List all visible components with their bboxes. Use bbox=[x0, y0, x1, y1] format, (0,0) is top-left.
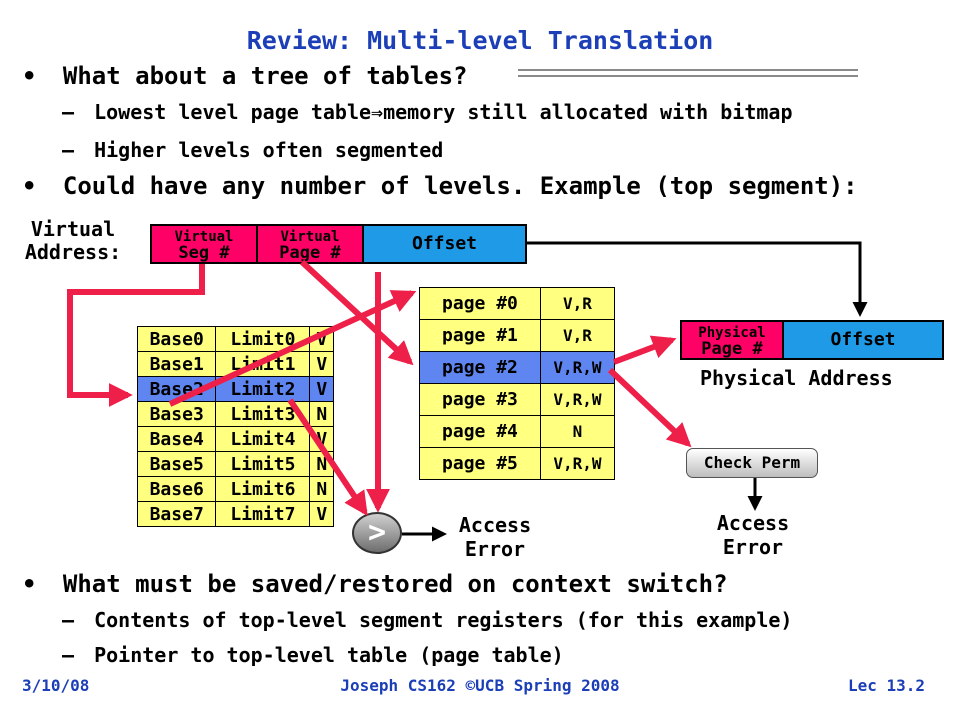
virtual-address-label: Virtual Address: bbox=[18, 218, 128, 264]
label-line: Access bbox=[458, 513, 532, 537]
label-line: Error bbox=[464, 537, 526, 561]
page-page-cell: page #3 bbox=[419, 383, 541, 416]
sub-symbol: – bbox=[62, 138, 75, 162]
segment-limit-cell: Limit4 bbox=[215, 426, 311, 452]
arrow-seg-to-base2 bbox=[67, 264, 205, 407]
field-line: Virtual bbox=[280, 229, 340, 245]
segment-limit-cell: Limit7 bbox=[215, 501, 311, 527]
segment-base-cell: Base0 bbox=[136, 326, 217, 352]
title-rule bbox=[518, 69, 858, 71]
segment-perm-cell: V bbox=[309, 376, 334, 402]
sub-bullet-segment-registers: – Contents of top-level segment register… bbox=[62, 608, 792, 632]
implies-arrow-icon: ⇒ bbox=[371, 100, 384, 124]
bullet-text: Could have any number of levels. Example… bbox=[62, 172, 858, 200]
segment-base-cell: Base4 bbox=[136, 426, 217, 452]
page-perm-cell: V,R,W bbox=[539, 447, 616, 480]
label-line: Error bbox=[722, 535, 784, 559]
page-page-cell: page #0 bbox=[419, 287, 541, 320]
arrow-perm-to-check bbox=[607, 367, 692, 448]
sub-bullet-text: Higher levels often segmented bbox=[94, 138, 444, 162]
sub-bullet-text: memory still allocated with bitmap bbox=[383, 100, 793, 124]
label-line: Address: bbox=[24, 240, 122, 264]
footer-date: 3/10/08 bbox=[22, 676, 90, 695]
label-line: Access bbox=[716, 511, 790, 535]
sub-bullet-text: Pointer to top-level table (page table) bbox=[94, 643, 564, 667]
sub-bullet-higher-levels: – Higher levels often segmented bbox=[62, 138, 443, 162]
virtual-page-field: Virtual Page # bbox=[256, 224, 364, 264]
field-line: Seg # bbox=[178, 243, 230, 263]
access-error-label: Access Error bbox=[440, 513, 550, 561]
segment-perm-cell: N bbox=[309, 401, 334, 427]
field-line: Virtual bbox=[174, 229, 234, 245]
page-title: Review: Multi-level Translation bbox=[246, 26, 714, 55]
arrow-base-to-pagetable bbox=[168, 290, 417, 407]
segment-perm-cell: V bbox=[309, 501, 334, 527]
page-perm-cell: V,R,W bbox=[539, 351, 616, 384]
physical-address-label: Physical Address bbox=[700, 366, 893, 390]
bullet-text: What about a tree of tables? bbox=[62, 62, 468, 90]
bullet-symbol: • bbox=[22, 570, 37, 598]
arrow-entry-to-physical bbox=[612, 335, 677, 365]
virtual-offset-field: Offset bbox=[362, 224, 527, 264]
page-page-cell: page #1 bbox=[419, 319, 541, 352]
arrow-offset-copy bbox=[527, 241, 868, 317]
page-perm-cell: V,R,W bbox=[539, 383, 616, 416]
segment-base-cell: Base7 bbox=[136, 501, 217, 527]
virtual-seg-field: Virtual Seg # bbox=[150, 224, 258, 264]
page-perm-cell: V,R bbox=[539, 287, 616, 320]
sub-bullet-pointer: – Pointer to top-level table (page table… bbox=[62, 643, 564, 667]
page-page-cell: page #2 bbox=[419, 351, 541, 384]
physical-page-field: Physical Page # bbox=[680, 320, 784, 360]
sub-bullet-text: Contents of top-level segment registers … bbox=[94, 608, 793, 632]
physical-offset-field: Offset bbox=[782, 320, 944, 360]
sub-symbol: – bbox=[62, 643, 75, 667]
arrow-page-to-entry bbox=[299, 259, 414, 366]
field-line: Page # bbox=[701, 339, 763, 359]
footer-course: Joseph CS162 ©UCB Spring 2008 bbox=[340, 676, 620, 695]
bullet-symbol: • bbox=[22, 62, 37, 90]
page-perm-cell: V,R bbox=[539, 319, 616, 352]
bullet-symbol: • bbox=[22, 172, 37, 200]
compare-icon: > bbox=[352, 512, 402, 554]
title-rule bbox=[518, 75, 858, 77]
sub-symbol: – bbox=[62, 608, 75, 632]
check-perm-box: Check Perm bbox=[686, 448, 818, 478]
bullet-tree-of-tables: • What about a tree of tables? bbox=[22, 62, 467, 90]
field-line: Physical bbox=[698, 325, 766, 341]
bullet-any-number-of-levels: • Could have any number of levels. Examp… bbox=[22, 172, 858, 200]
sub-bullet-lowest-level: – Lowest level page table⇒memory still a… bbox=[62, 100, 793, 124]
bullet-text: What must be saved/restored on context s… bbox=[62, 570, 728, 598]
access-error-label: Access Error bbox=[698, 511, 808, 559]
sub-bullet-text: Lowest level page table bbox=[94, 100, 372, 124]
page-perm-cell: N bbox=[539, 415, 616, 448]
sub-symbol: – bbox=[62, 100, 75, 124]
footer-lecture: Lec 13.2 bbox=[848, 676, 926, 695]
label-line: Virtual bbox=[30, 217, 116, 241]
field-line: Page # bbox=[279, 243, 341, 263]
arrow-limit-to-compare bbox=[287, 398, 368, 516]
bullet-context-switch: • What must be saved/restored on context… bbox=[22, 570, 728, 598]
